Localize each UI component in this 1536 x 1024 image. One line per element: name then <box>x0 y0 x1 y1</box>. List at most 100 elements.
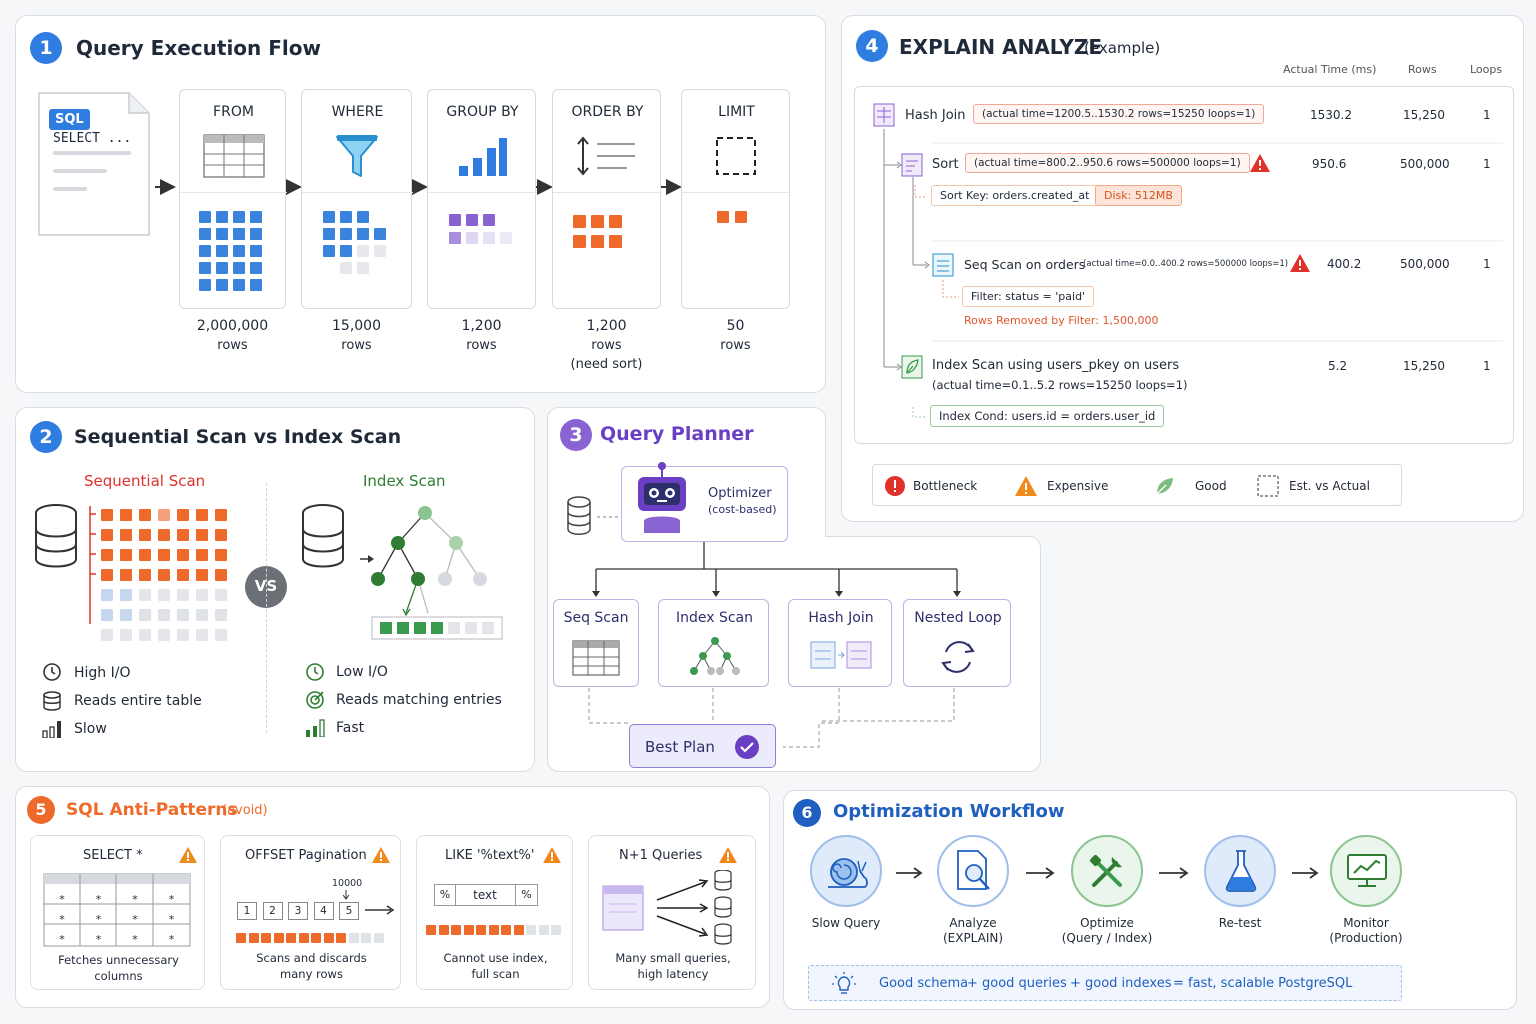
section-title-sub: (avoid) <box>222 803 268 818</box>
table-row-block <box>177 549 189 561</box>
table-row-block <box>196 509 208 521</box>
scan-block <box>451 925 461 935</box>
table-row-block <box>120 629 132 641</box>
warning-red-icon <box>1250 154 1270 172</box>
hash-join-node-icon <box>873 103 895 127</box>
table-row-block <box>177 529 189 541</box>
section-number: 4 <box>856 30 888 62</box>
stage-divider <box>553 192 662 193</box>
node-time: 5.2 <box>1328 359 1348 373</box>
formula-eq: = <box>1173 976 1184 991</box>
n-plus-one-diagram <box>602 870 732 945</box>
section-title: EXPLAIN ANALYZE <box>899 35 1103 59</box>
scan-block <box>323 933 334 943</box>
table-row-block <box>215 529 227 541</box>
stage-unit: rows <box>591 338 622 353</box>
magnifier-document-icon <box>957 850 990 890</box>
node-loops: 1 <box>1483 108 1491 122</box>
node-name: Sort <box>932 157 959 172</box>
anti-pattern-desc: Scans and discards <box>256 951 367 965</box>
scan-block <box>311 933 321 943</box>
bars-high-icon <box>306 719 325 737</box>
table-row-block <box>196 569 208 581</box>
node-rows: 500,000 <box>1400 257 1450 271</box>
legend-label: Bottleneck <box>913 479 978 493</box>
node-loops: 1 <box>1483 157 1491 171</box>
stage-where: WHERE <box>301 89 413 309</box>
panel-seq-vs-index: 2 Sequential Scan vs Index Scan Sequenti… <box>15 407 535 772</box>
star-cell: * <box>59 893 65 906</box>
star-cell: * <box>59 933 65 946</box>
anti-pattern-title: LIKE '%text%' <box>445 848 535 863</box>
legend-box: Bottleneck Expensive Good Est. vs Actual <box>872 464 1402 506</box>
warning-icon <box>543 847 561 863</box>
table-row-block <box>177 589 189 601</box>
stage-divider <box>302 192 413 193</box>
page-number-button: 1 <box>237 902 257 920</box>
table-row-block <box>158 589 170 601</box>
like-part: text <box>473 888 497 902</box>
anti-pattern-title: N+1 Queries <box>619 848 703 863</box>
formula-part: good queries <box>982 976 1067 991</box>
table-row-block <box>139 629 151 641</box>
stage-divider <box>682 192 791 193</box>
anti-pattern-desc: Fetches unnecessary <box>58 953 179 967</box>
table-icon <box>203 134 265 178</box>
scan-block <box>248 933 259 943</box>
scan-block <box>236 933 246 943</box>
table-row-block <box>139 549 151 561</box>
table-row-block <box>177 629 189 641</box>
star-cell: * <box>168 893 175 906</box>
scan-block <box>298 933 309 943</box>
section-number: 5 <box>27 796 55 824</box>
table-row-block <box>196 529 208 541</box>
table-row-block <box>215 549 227 561</box>
stage-divider <box>180 192 287 193</box>
page-number-button: 2 <box>262 902 283 920</box>
rows-removed-text: Rows Removed by Filter: 1,500,000 <box>964 314 1159 327</box>
scan-block <box>373 933 384 943</box>
index-cond-tag: Index Cond: users.id = orders.user_id <box>930 405 1165 427</box>
table-row-block <box>139 569 151 581</box>
col-loops: Loops <box>1470 63 1503 76</box>
warning-icon <box>179 847 197 863</box>
scan-block <box>526 925 536 935</box>
section-title: Query Execution Flow <box>76 36 321 60</box>
vs-label: VS <box>254 577 278 595</box>
target-icon <box>306 691 324 709</box>
scan-block <box>273 933 284 943</box>
clock-icon <box>306 663 324 681</box>
legend-label: Expensive <box>1047 479 1109 493</box>
plan-label: Hash Join <box>808 610 874 626</box>
panel-query-execution-flow: 1 Query Execution Flow SQL SELECT ... FR… <box>15 15 826 393</box>
idx-prop: Low I/O <box>336 664 388 680</box>
node-time: 950.6 <box>1312 157 1347 171</box>
seq-scan-title: Sequential Scan <box>84 472 206 490</box>
table-row-block <box>139 589 151 601</box>
step-sublabel: (Production) <box>1329 931 1403 945</box>
snail-icon <box>828 858 868 888</box>
stage-order-by: ORDER BY <box>552 89 662 309</box>
step-sublabel: (EXPLAIN) <box>942 931 1004 945</box>
warning-icon <box>372 847 390 863</box>
plan-seq-scan: Seq Scan <box>553 599 639 687</box>
plan-nested-loop: Nested Loop <box>903 599 1011 687</box>
panel-optimization-workflow: 6 Optimization Workflow Slow Query Analy… <box>783 790 1517 1010</box>
stage-unit: rows <box>341 338 372 353</box>
table-row-block <box>215 609 227 621</box>
index-scan-title: Index Scan <box>363 472 446 490</box>
database-small-icon <box>43 691 61 711</box>
star-cell: * <box>132 893 138 906</box>
node-rows: 15,250 <box>1403 108 1445 122</box>
scan-block <box>286 933 296 943</box>
table-row-block <box>101 529 113 541</box>
star-cell: * <box>168 933 175 946</box>
vertical-divider <box>266 483 267 733</box>
anti-pattern-desc: columns <box>94 969 143 983</box>
est-vs-actual-icon <box>1257 475 1279 497</box>
stage-label: WHERE <box>331 104 384 120</box>
best-plan-label: Best Plan <box>645 738 715 756</box>
sort-key-tag: Sort Key: orders.created_at <box>931 185 1099 206</box>
tree-lines <box>883 129 1503 418</box>
sort-icon <box>577 136 635 176</box>
